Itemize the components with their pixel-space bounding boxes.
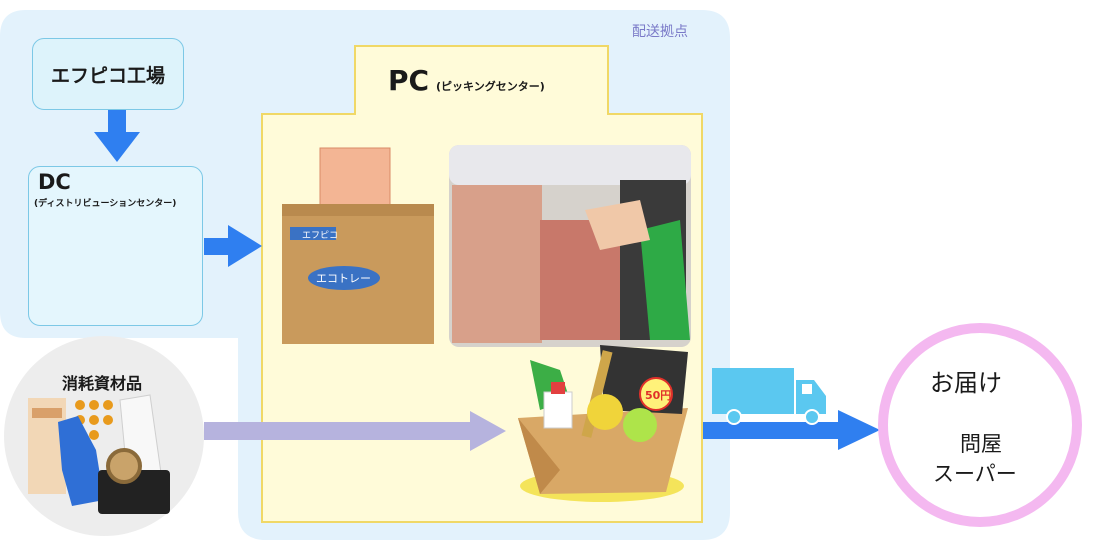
- product-box: エフピコ エコトレー: [282, 147, 434, 344]
- supplies-photo: [4, 336, 204, 536]
- factory-box: エフピコ工場: [32, 38, 184, 110]
- factory-label: エフピコ工場: [50, 64, 165, 87]
- destination-wholesaler: 問屋: [960, 432, 1002, 456]
- price-tag-text: 50円: [645, 389, 671, 402]
- destination-supermarket: スーパー: [933, 462, 1017, 486]
- factory-to-dc-arrow: [94, 110, 140, 162]
- truck-icon: [712, 368, 826, 425]
- supplies-label: 消耗資材品: [62, 374, 143, 393]
- pc-title: PC: [388, 64, 430, 97]
- dc-to-pc-arrow: [204, 225, 262, 267]
- dc-subtitle: (ディストリビューションセンター): [34, 199, 177, 209]
- box-name-text: エコトレー: [316, 272, 371, 285]
- pc-subtitle: (ピッキングセンター): [436, 80, 545, 93]
- destination-title: お届け: [930, 369, 1002, 397]
- pc-to-destination-arrow: [703, 410, 880, 450]
- dc-title: DC: [38, 170, 71, 194]
- picking-photo: [449, 145, 691, 347]
- destination-ring: [878, 323, 1082, 527]
- hub-label: 配送拠点: [632, 24, 688, 40]
- box-brand-text: エフピコ: [302, 230, 338, 241]
- packed-products: 50円: [518, 345, 688, 502]
- supplies-to-pc-arrow: [204, 411, 506, 451]
- dc-panel: [28, 166, 203, 326]
